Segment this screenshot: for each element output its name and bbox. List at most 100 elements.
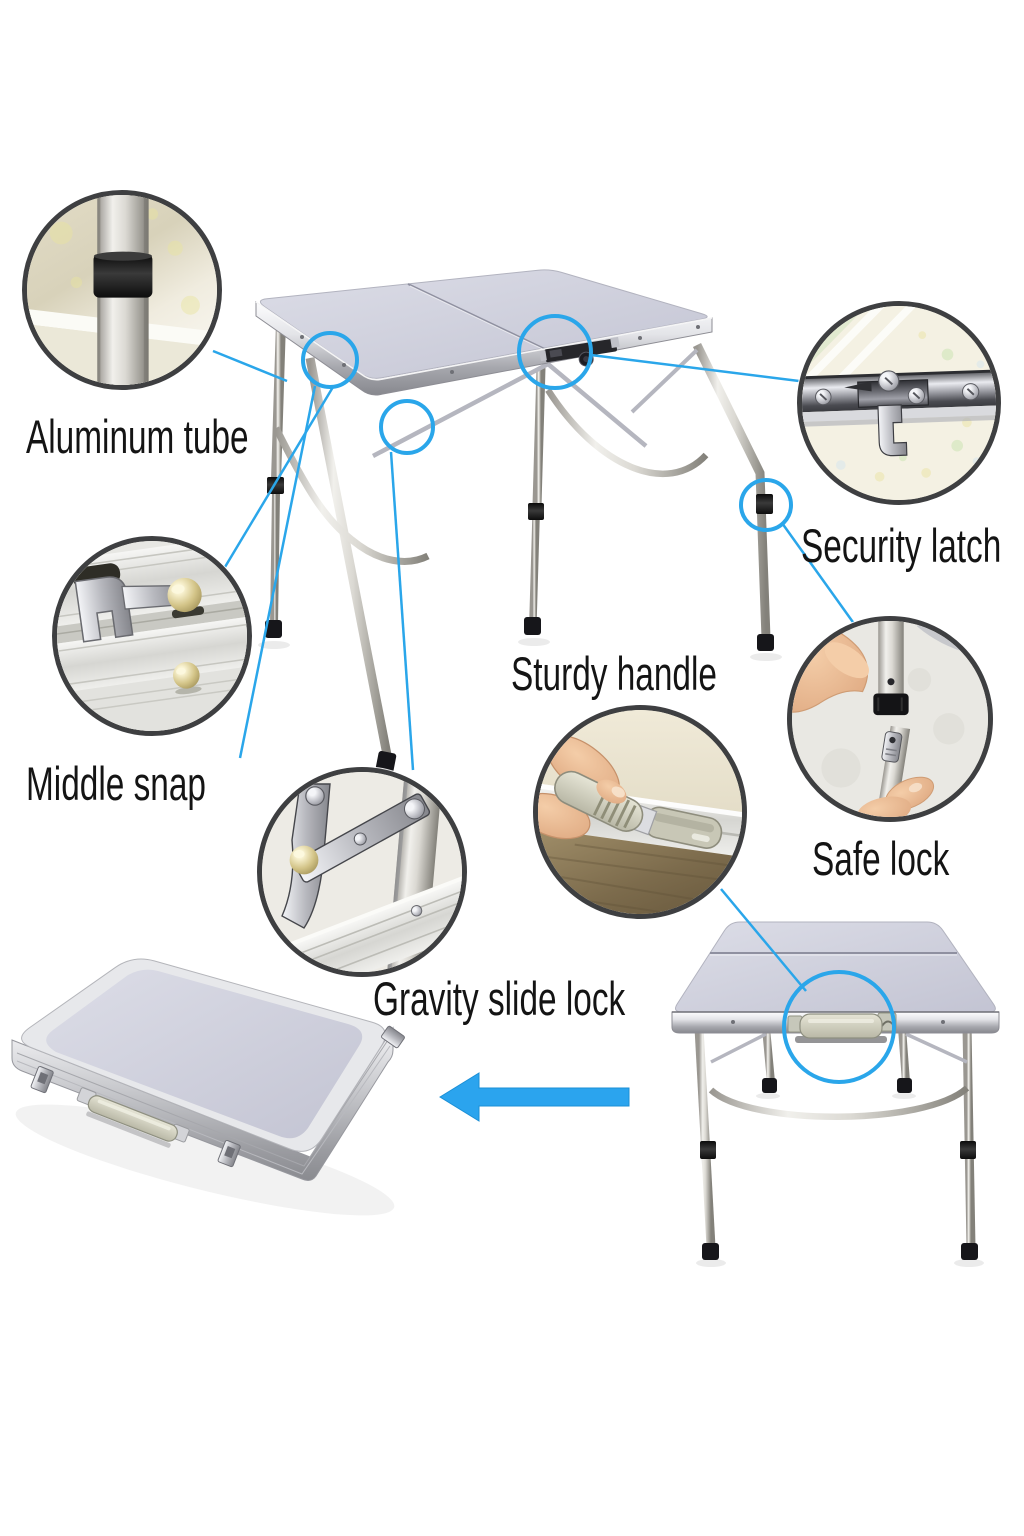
leg-brace-u xyxy=(708,1085,970,1120)
connector-line xyxy=(223,386,335,568)
middle-snap-photo xyxy=(57,541,247,731)
table-legs xyxy=(694,1027,978,1260)
leg-foot xyxy=(762,1078,777,1093)
table-shadows xyxy=(696,1093,984,1267)
label-safe-lock: Safe lock xyxy=(812,832,950,885)
leg-adjuster-band xyxy=(700,1141,716,1159)
lower-leg-tube xyxy=(877,725,911,815)
highlight-circle xyxy=(782,970,896,1084)
fold-seam-highlight xyxy=(409,285,552,354)
support-brace xyxy=(630,348,699,414)
leg-foot xyxy=(702,1243,719,1260)
screw-head xyxy=(410,905,423,917)
case-shadow xyxy=(15,1104,395,1216)
safe-lock-photo xyxy=(792,621,988,817)
half-folded-table xyxy=(671,921,1000,1267)
case-snap-latch xyxy=(30,1066,54,1094)
table-leg xyxy=(271,321,286,481)
callout-gravity-slide-lock xyxy=(257,767,467,977)
screw-head xyxy=(403,798,425,820)
support-brace xyxy=(905,1032,968,1064)
case-side xyxy=(11,1026,394,1181)
table-leg xyxy=(694,1027,716,1248)
label-aluminum-tube: Aluminum tube xyxy=(26,410,249,463)
label-sturdy-handle: Sturdy handle xyxy=(511,647,717,700)
tabletop xyxy=(675,921,996,1013)
leg-brace-u xyxy=(916,621,988,658)
table-leg xyxy=(529,517,540,621)
connector-line xyxy=(212,349,288,383)
connector-line xyxy=(389,451,415,771)
highlight-circle xyxy=(739,478,793,532)
leg-adjuster-band xyxy=(528,503,544,520)
callout-sturdy-handle xyxy=(533,705,747,919)
screw-head xyxy=(300,962,312,972)
leg-foot xyxy=(897,1078,912,1093)
highlight-circle xyxy=(301,331,359,389)
callout-security-latch xyxy=(797,301,1001,505)
table-leg xyxy=(270,492,280,625)
support-brace xyxy=(710,1032,767,1064)
label-security-latch: Security latch xyxy=(801,519,1002,572)
rim-screws xyxy=(731,1020,945,1024)
floor-streaks xyxy=(538,843,742,913)
highlight-circle xyxy=(379,399,435,455)
leg-foot xyxy=(524,617,541,635)
gravity-slide-lock-photo xyxy=(262,772,462,972)
table-leg xyxy=(532,367,546,506)
leg-foot xyxy=(961,1243,978,1260)
background-spots xyxy=(49,208,200,315)
callout-safe-lock xyxy=(787,616,993,822)
table-leg xyxy=(762,1027,775,1083)
leg-adjuster-band xyxy=(960,1141,976,1159)
callout-connectors xyxy=(212,314,896,1084)
table-legs xyxy=(265,321,774,774)
callout-middle-snap xyxy=(52,536,252,736)
connector-line xyxy=(780,522,857,626)
label-gravity-slide-lock: Gravity slide lock xyxy=(373,972,626,1025)
fingertip xyxy=(596,779,627,804)
tabletop xyxy=(259,269,708,379)
main-table xyxy=(255,269,782,784)
rubber-collar xyxy=(873,693,909,716)
table-leg xyxy=(305,357,393,761)
adjustment-hole xyxy=(887,678,895,686)
label-middle-snap: Middle snap xyxy=(26,757,206,810)
rim-highlight xyxy=(255,301,713,381)
leg-foot xyxy=(265,620,282,638)
screw-head xyxy=(353,832,367,846)
latch-lever xyxy=(844,381,872,392)
case-handle xyxy=(76,1087,190,1148)
leg-foot xyxy=(757,634,774,651)
case-groove xyxy=(16,1045,391,1175)
finger xyxy=(824,642,869,679)
table-leg xyxy=(962,1027,976,1248)
leg-brace-u xyxy=(272,426,430,565)
callout-aluminum-tube xyxy=(22,190,222,390)
connector-line xyxy=(238,385,317,759)
leg-brace-u xyxy=(545,388,709,477)
support-brace xyxy=(546,362,648,448)
background-mottle xyxy=(821,668,965,788)
carry-handle xyxy=(787,1012,897,1043)
sturdy-handle-photo xyxy=(538,710,742,914)
brass-dome-screw xyxy=(289,845,319,875)
screw-head xyxy=(305,786,325,806)
case-groove xyxy=(16,1039,389,1167)
fold-arrow-icon xyxy=(439,1072,630,1122)
hand xyxy=(792,622,869,713)
table-leg xyxy=(898,1027,910,1083)
handle-plate xyxy=(643,806,723,849)
carry-case-table xyxy=(11,958,405,1216)
fingernail xyxy=(908,782,923,793)
connector-line xyxy=(590,353,800,383)
latch-rail xyxy=(802,369,996,457)
leg-adjuster-band xyxy=(756,494,773,514)
aluminum-tube-photo xyxy=(27,195,217,385)
leg-foot xyxy=(375,750,397,774)
security-latch-photo xyxy=(802,306,996,500)
fold-seam xyxy=(407,283,550,352)
snap-rail xyxy=(57,541,247,731)
